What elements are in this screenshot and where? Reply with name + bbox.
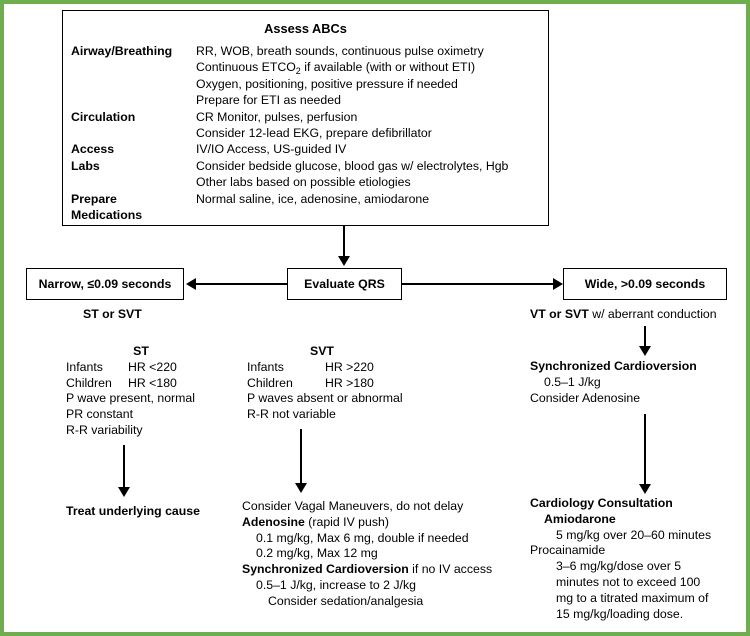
rate-row: Infants HR <220 [66, 360, 216, 376]
treatment-line-note: if no IV access [408, 562, 493, 577]
branch-label-right-tail: w/ aberrant conduction [592, 307, 717, 321]
treatment-line: 0.5–1 J/kg, increase to 2 J/kg [256, 577, 416, 592]
rate-row-value: HR >180 [325, 375, 374, 390]
branch-label-left: ST or SVT [83, 307, 142, 321]
criteria-line: R-R variability [66, 422, 143, 437]
narrow-qrs-label: Narrow, ≤0.09 seconds [38, 277, 172, 291]
assess-row-value: Consider bedside glucose, blood gas w/ e… [196, 158, 509, 173]
assess-row-value: IV/IO Access, US-guided IV [196, 142, 347, 157]
connector-assess-to-evaluate [343, 226, 345, 258]
treatment-line: mg to a titrated maximum of [556, 590, 709, 605]
assess-row-label: Airway/Breathing [71, 44, 173, 58]
treatment-line: Consider Vagal Maneuvers, do not delay [242, 499, 464, 513]
subscript: 2 [295, 66, 301, 77]
assess-row-value: Consider 12-lead EKG, prepare defibrilla… [196, 126, 432, 140]
treatment-line: 0.5–1 J/kg [544, 374, 601, 389]
rate-row-group: Children [66, 375, 112, 390]
assess-row-label: Circulation [71, 109, 136, 124]
assess-row-value: Oxygen, positioning, positive pressure i… [196, 76, 458, 91]
treatment-line-drug: Adenosine [242, 514, 305, 529]
narrow-qrs-box: Narrow, ≤0.09 seconds [26, 268, 184, 300]
treatment-line: Consider Adenosine [530, 390, 641, 405]
arrowhead-evaluate-to-wide [553, 278, 563, 290]
st-outcome-label: Treat underlying cause [66, 504, 200, 518]
branch-label-right-bold: VT or SVT [530, 307, 589, 321]
treatment-line: 15 mg/kg/loading dose. [556, 606, 684, 621]
assess-row-label: Labs [71, 158, 100, 173]
rate-row-group: Infants [247, 359, 284, 374]
treatment-line: Cardiology Consultation [530, 496, 673, 510]
evaluate-qrs-box: Evaluate QRS [287, 268, 402, 300]
rate-row: Children HR >180 [247, 376, 403, 392]
treatment-line: Synchronized Cardioversion [530, 359, 697, 373]
svt-title: SVT [310, 344, 334, 358]
connector-wide-to-cardioversion [644, 326, 646, 348]
arrowhead-wide-to-cardioversion [639, 346, 651, 356]
arrowhead-st-to-outcome [118, 487, 130, 497]
assess-row-value: RR, WOB, breath sounds, continuous pulse… [196, 44, 484, 58]
arrowhead-assess-to-evaluate [338, 256, 350, 266]
assess-row-label: Prepare [71, 191, 117, 206]
criteria-line: PR constant [66, 407, 133, 422]
treatment-line: 0.1 mg/kg, Max 6 mg, double if needed [256, 530, 469, 545]
assess-row-value: Other labs based on possible etiologies [196, 175, 411, 190]
rate-row-value: HR <180 [128, 375, 177, 390]
criteria-line: P waves absent or abnormal [247, 391, 403, 406]
treatment-line: Adenosine (rapid IV push) [242, 515, 492, 531]
assess-row-value: Normal saline, ice, adenosine, amiodaron… [196, 191, 430, 206]
treatment-line-note: (rapid IV push) [304, 514, 389, 529]
wide-qrs-label: Wide, >0.09 seconds [584, 277, 706, 291]
assess-row-label-cont: Medications [71, 208, 143, 222]
assess-abcs-title: Assess ABCs [264, 21, 347, 36]
treatment-line: Synchronized Cardioversion if no IV acce… [242, 562, 492, 578]
rate-row-group: Children [247, 375, 293, 390]
arrowhead-evaluate-to-narrow [186, 278, 196, 290]
treatment-line: 3–6 mg/kg/dose over 5 [556, 559, 682, 574]
arrowhead-svt-to-treatment [295, 483, 307, 493]
st-title: ST [133, 344, 149, 358]
connector-st-to-outcome [123, 445, 125, 489]
assess-row-label: Access [71, 142, 115, 157]
rate-row-value: HR >220 [325, 359, 374, 374]
treatment-line: Procainamide [530, 543, 606, 558]
rate-row: Children HR <180 [66, 376, 216, 392]
rate-row-group: Infants [66, 359, 103, 374]
treatment-line: Amiodarone [544, 511, 616, 526]
rate-row: Infants HR >220 [247, 360, 403, 376]
treatment-line: 5 mg/kg over 20–60 minutes [556, 527, 712, 542]
connector-evaluate-to-narrow [196, 283, 287, 285]
criteria-line: P wave present, normal [66, 391, 195, 406]
connector-cardioversion-to-consult [644, 414, 646, 486]
criteria-line: R-R not variable [247, 407, 336, 422]
treatment-line: Consider sedation/analgesia [268, 593, 424, 608]
assess-row-value: CR Monitor, pulses, perfusion [196, 109, 358, 124]
arrowhead-cardioversion-to-consult [639, 484, 651, 494]
assess-row-value: Prepare for ETI as needed [196, 93, 341, 108]
treatment-line-drug: Synchronized Cardioversion [242, 562, 409, 577]
treatment-line: minutes not to exceed 100 [556, 574, 701, 589]
wide-qrs-box: Wide, >0.09 seconds [563, 268, 727, 300]
treatment-line: 0.2 mg/kg, Max 12 mg [256, 546, 378, 561]
branch-label-right: VT or SVT w/ aberrant conduction [530, 307, 717, 323]
connector-evaluate-to-wide [402, 283, 553, 285]
assess-row-value: Continuous ETCO2 if available (with or w… [196, 60, 476, 77]
rate-row-value: HR <220 [128, 359, 177, 374]
assess-abcs-box: Assess ABCs Airway/Breathing RR, WOB, bre… [62, 10, 549, 226]
evaluate-qrs-label: Evaluate QRS [304, 277, 385, 291]
connector-svt-to-treatment [300, 429, 302, 485]
